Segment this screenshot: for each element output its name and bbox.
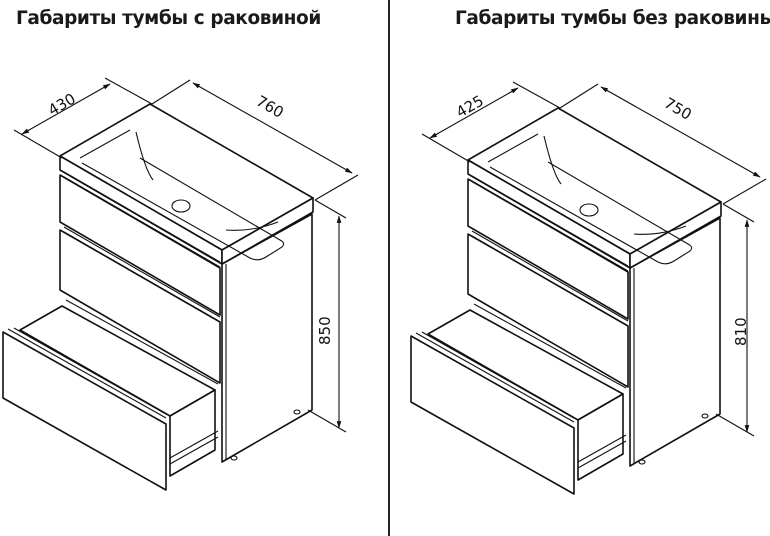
dimension-width-right: 750 <box>661 94 695 124</box>
dimension-height-left: 850 <box>316 316 334 345</box>
dimension-height-right: 810 <box>732 317 750 346</box>
dimension-depth-right: 425 <box>453 92 487 122</box>
title-cabinet-with-sink: Габариты тумбы с раковиной <box>16 8 321 29</box>
title-cabinet-without-sink: Габариты тумбы без раковины <box>455 8 770 29</box>
dimension-width-left: 760 <box>253 92 287 122</box>
cabinet-without-sink-drawing <box>410 81 767 495</box>
dimension-depth-left: 430 <box>45 90 79 120</box>
cabinet-with-sink-drawing <box>2 77 359 491</box>
divider-line <box>388 0 390 536</box>
